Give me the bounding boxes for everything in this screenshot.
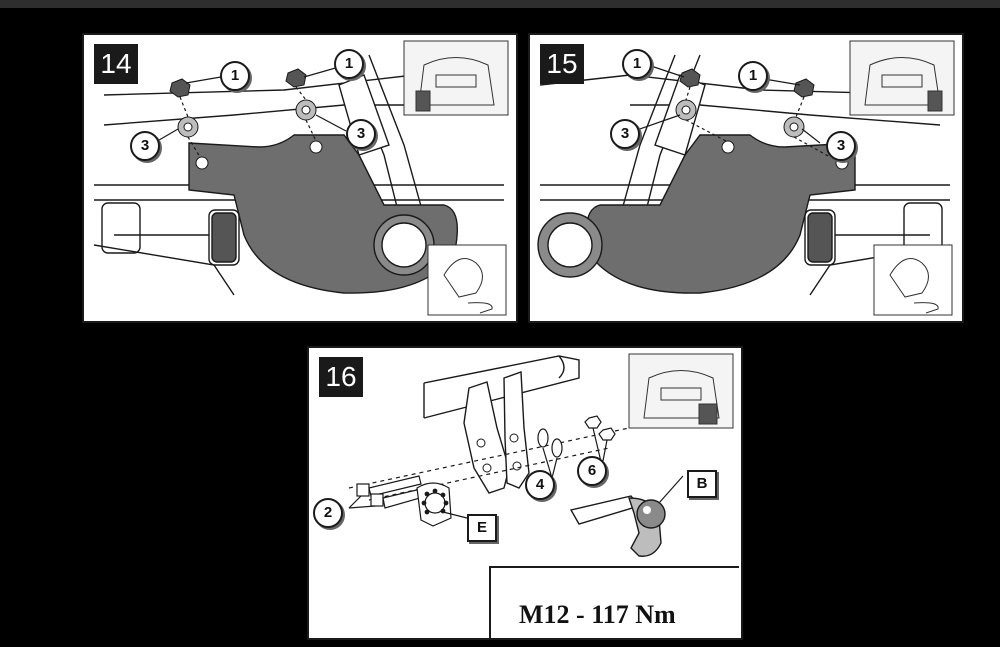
washer-icon bbox=[177, 99, 317, 138]
towbar-mounting-plate bbox=[463, 381, 510, 494]
top-bar bbox=[0, 0, 1000, 8]
torque-spec: M12 - 117 Nm bbox=[519, 600, 676, 629]
label-part-e: E bbox=[467, 514, 497, 542]
callout-part-1: 1 bbox=[738, 61, 768, 91]
panel-step-15: 15 1 1 3 3 bbox=[528, 33, 964, 323]
callout-part-1: 1 bbox=[220, 61, 250, 91]
step-number: 16 bbox=[319, 357, 363, 397]
callout-part-3: 3 bbox=[346, 119, 376, 149]
callout-part-6: 6 bbox=[577, 456, 607, 486]
step-number: 15 bbox=[540, 44, 584, 84]
step-number: 14 bbox=[94, 44, 138, 84]
callout-part-4: 4 bbox=[525, 470, 555, 500]
callout-part-3: 3 bbox=[130, 131, 160, 161]
callout-part-1: 1 bbox=[622, 49, 652, 79]
panel-step-16: 16 2 4 6 B E M12 - 117 Nm bbox=[307, 346, 743, 640]
label-part-b: B bbox=[687, 470, 717, 498]
hand-detail-inset bbox=[427, 244, 507, 316]
bolt-icon bbox=[356, 475, 428, 509]
step-16-illustration bbox=[348, 353, 734, 597]
callout-part-3: 3 bbox=[610, 119, 640, 149]
callout-part-2: 2 bbox=[313, 498, 343, 528]
callout-part-1: 1 bbox=[334, 49, 364, 79]
step-15-illustration bbox=[537, 40, 955, 316]
hand-detail-inset bbox=[873, 244, 953, 316]
towbar-bracket-shape bbox=[586, 134, 856, 294]
tow-ball-icon bbox=[569, 495, 666, 557]
bolt-icon bbox=[679, 68, 815, 98]
nut-icon bbox=[584, 415, 616, 441]
electrical-socket-plate-icon bbox=[416, 482, 452, 527]
torque-spec-box bbox=[489, 566, 739, 638]
step-14-illustration bbox=[93, 40, 509, 316]
bolt-icon bbox=[169, 68, 307, 98]
callout-part-3: 3 bbox=[826, 131, 856, 161]
washer-icon bbox=[537, 428, 563, 458]
panel-step-14: 14 1 1 3 3 bbox=[82, 33, 518, 323]
